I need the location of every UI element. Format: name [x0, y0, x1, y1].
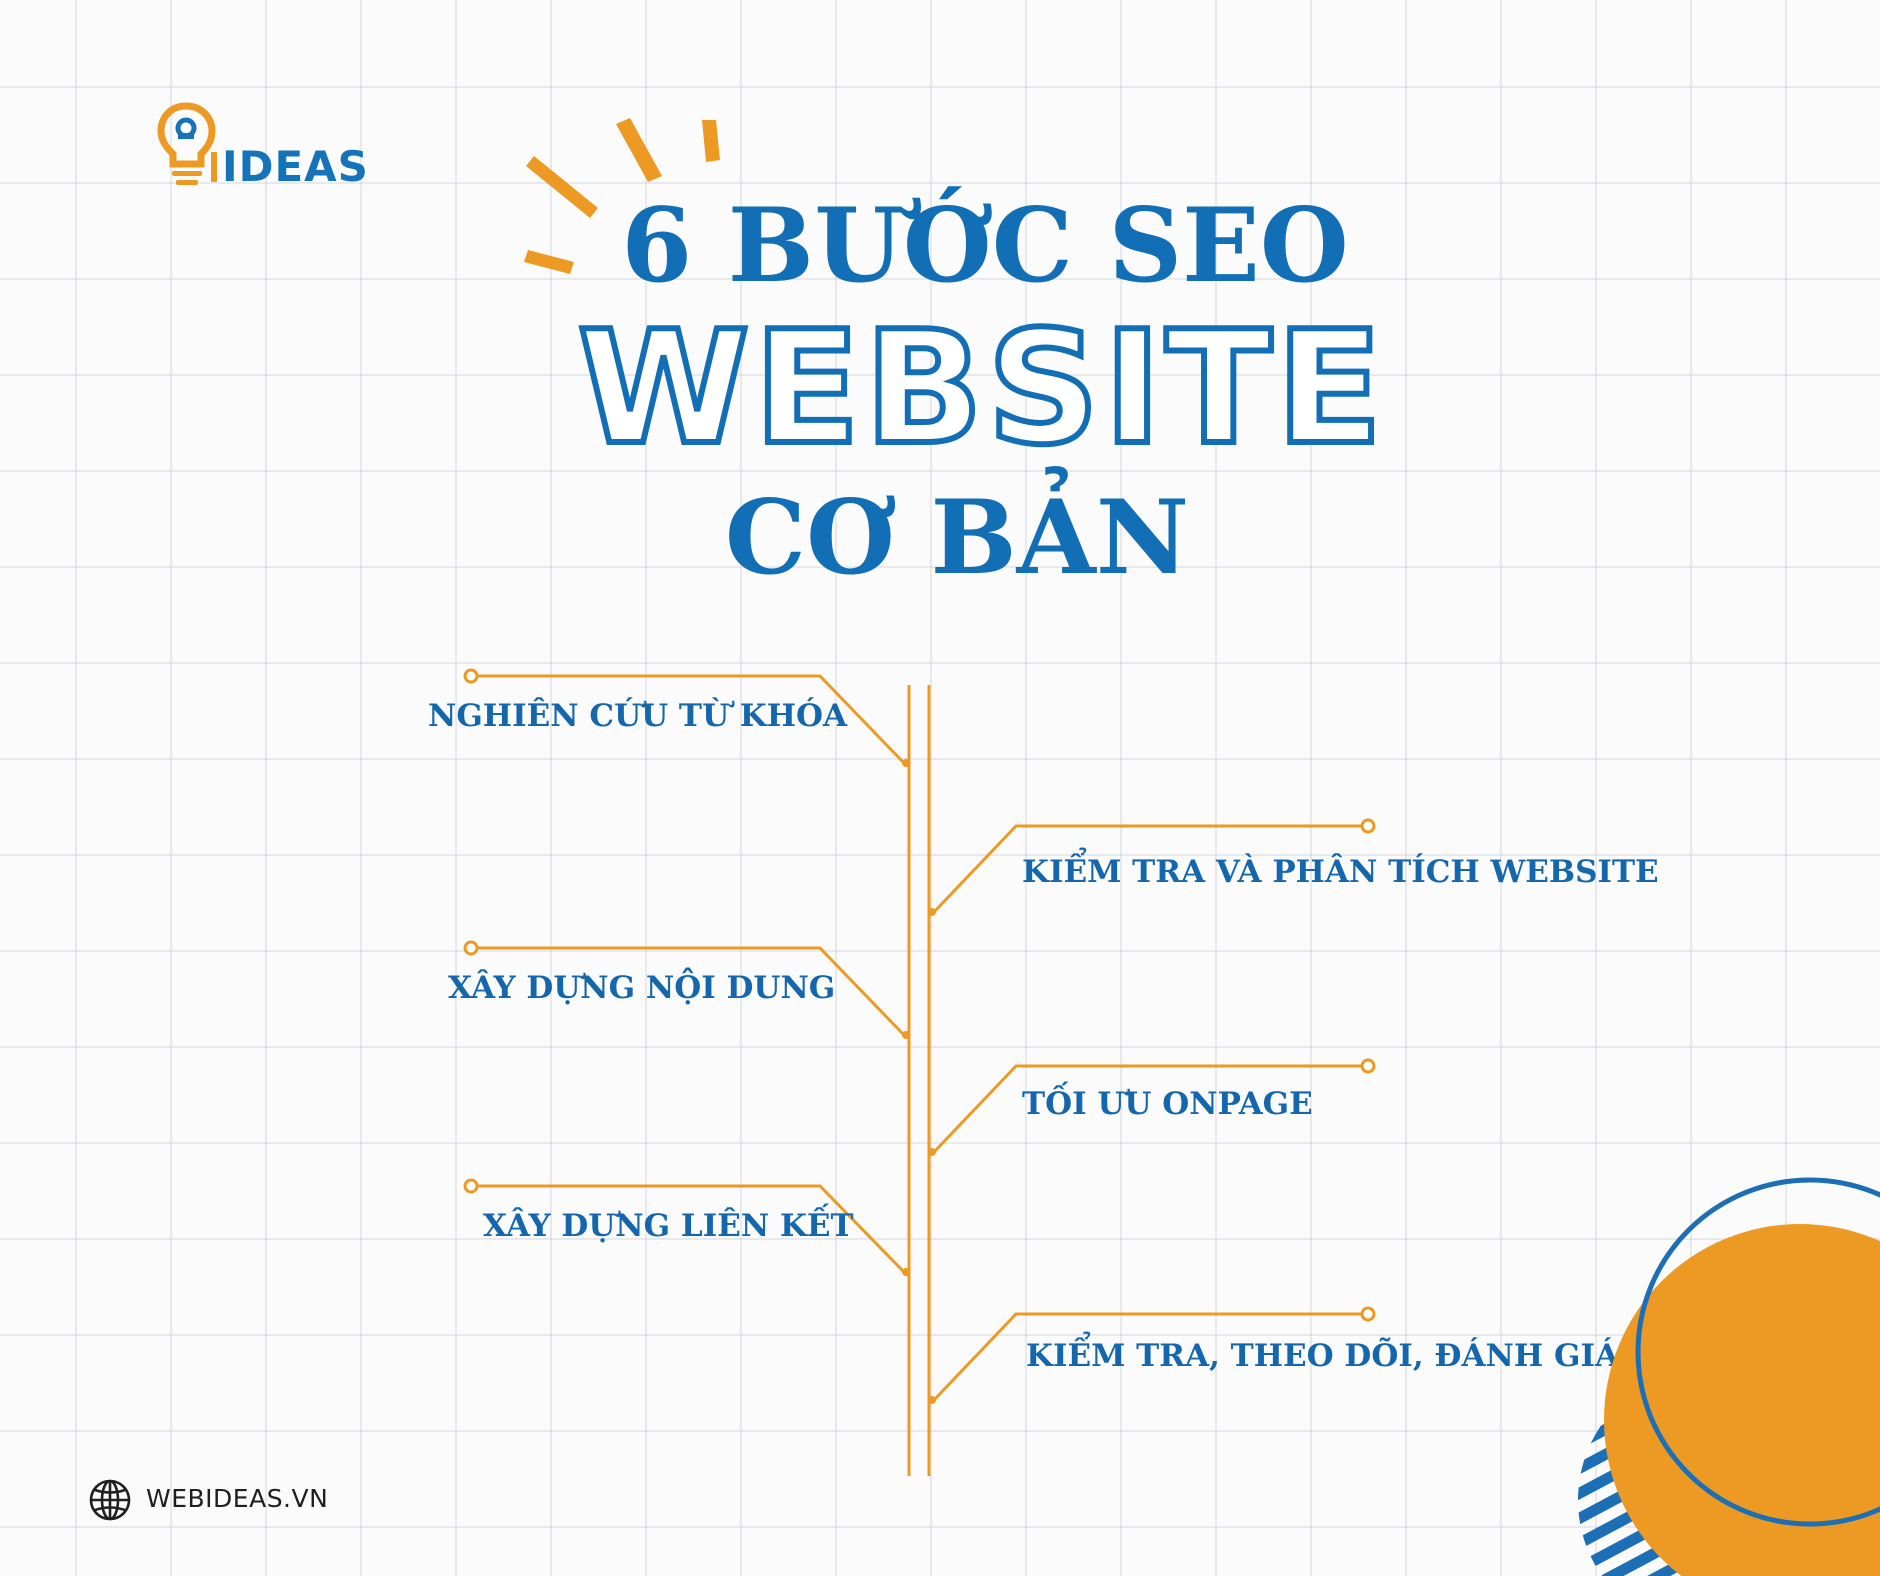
step-2-label: KIỂM TRA VÀ PHÂN TÍCH WEBSITE — [1022, 854, 1659, 890]
globe-icon — [89, 1479, 131, 1521]
website-url[interactable]: WEBIDEAS.VN — [146, 1484, 329, 1513]
step-4-label: TỐI ƯU ONPAGE — [1022, 1086, 1313, 1122]
title-line-2: WEBSITE — [575, 294, 1387, 462]
title-line-1: 6 BƯỚC SEO — [621, 186, 1349, 306]
lightbulb-icon — [157, 102, 217, 185]
logo-text: IDEAS — [222, 142, 369, 191]
title-line-3: CƠ BẢN — [724, 478, 1190, 598]
step-1-label: NGHIÊN CỨU TỪ KHÓA — [428, 698, 848, 734]
step-5-label: XÂY DỰNG LIÊN KẾT — [483, 1208, 854, 1244]
step-3-label: XÂY DỰNG NỘI DUNG — [448, 970, 836, 1006]
sunburst-accent — [524, 118, 720, 274]
step-6-label: KIỂM TRA, THEO DÕI, ĐÁNH GIÁ — [1026, 1338, 1619, 1374]
svg-text:WEBSITE: WEBSITE — [578, 297, 1387, 462]
decorative-circles — [1578, 1177, 1880, 1576]
